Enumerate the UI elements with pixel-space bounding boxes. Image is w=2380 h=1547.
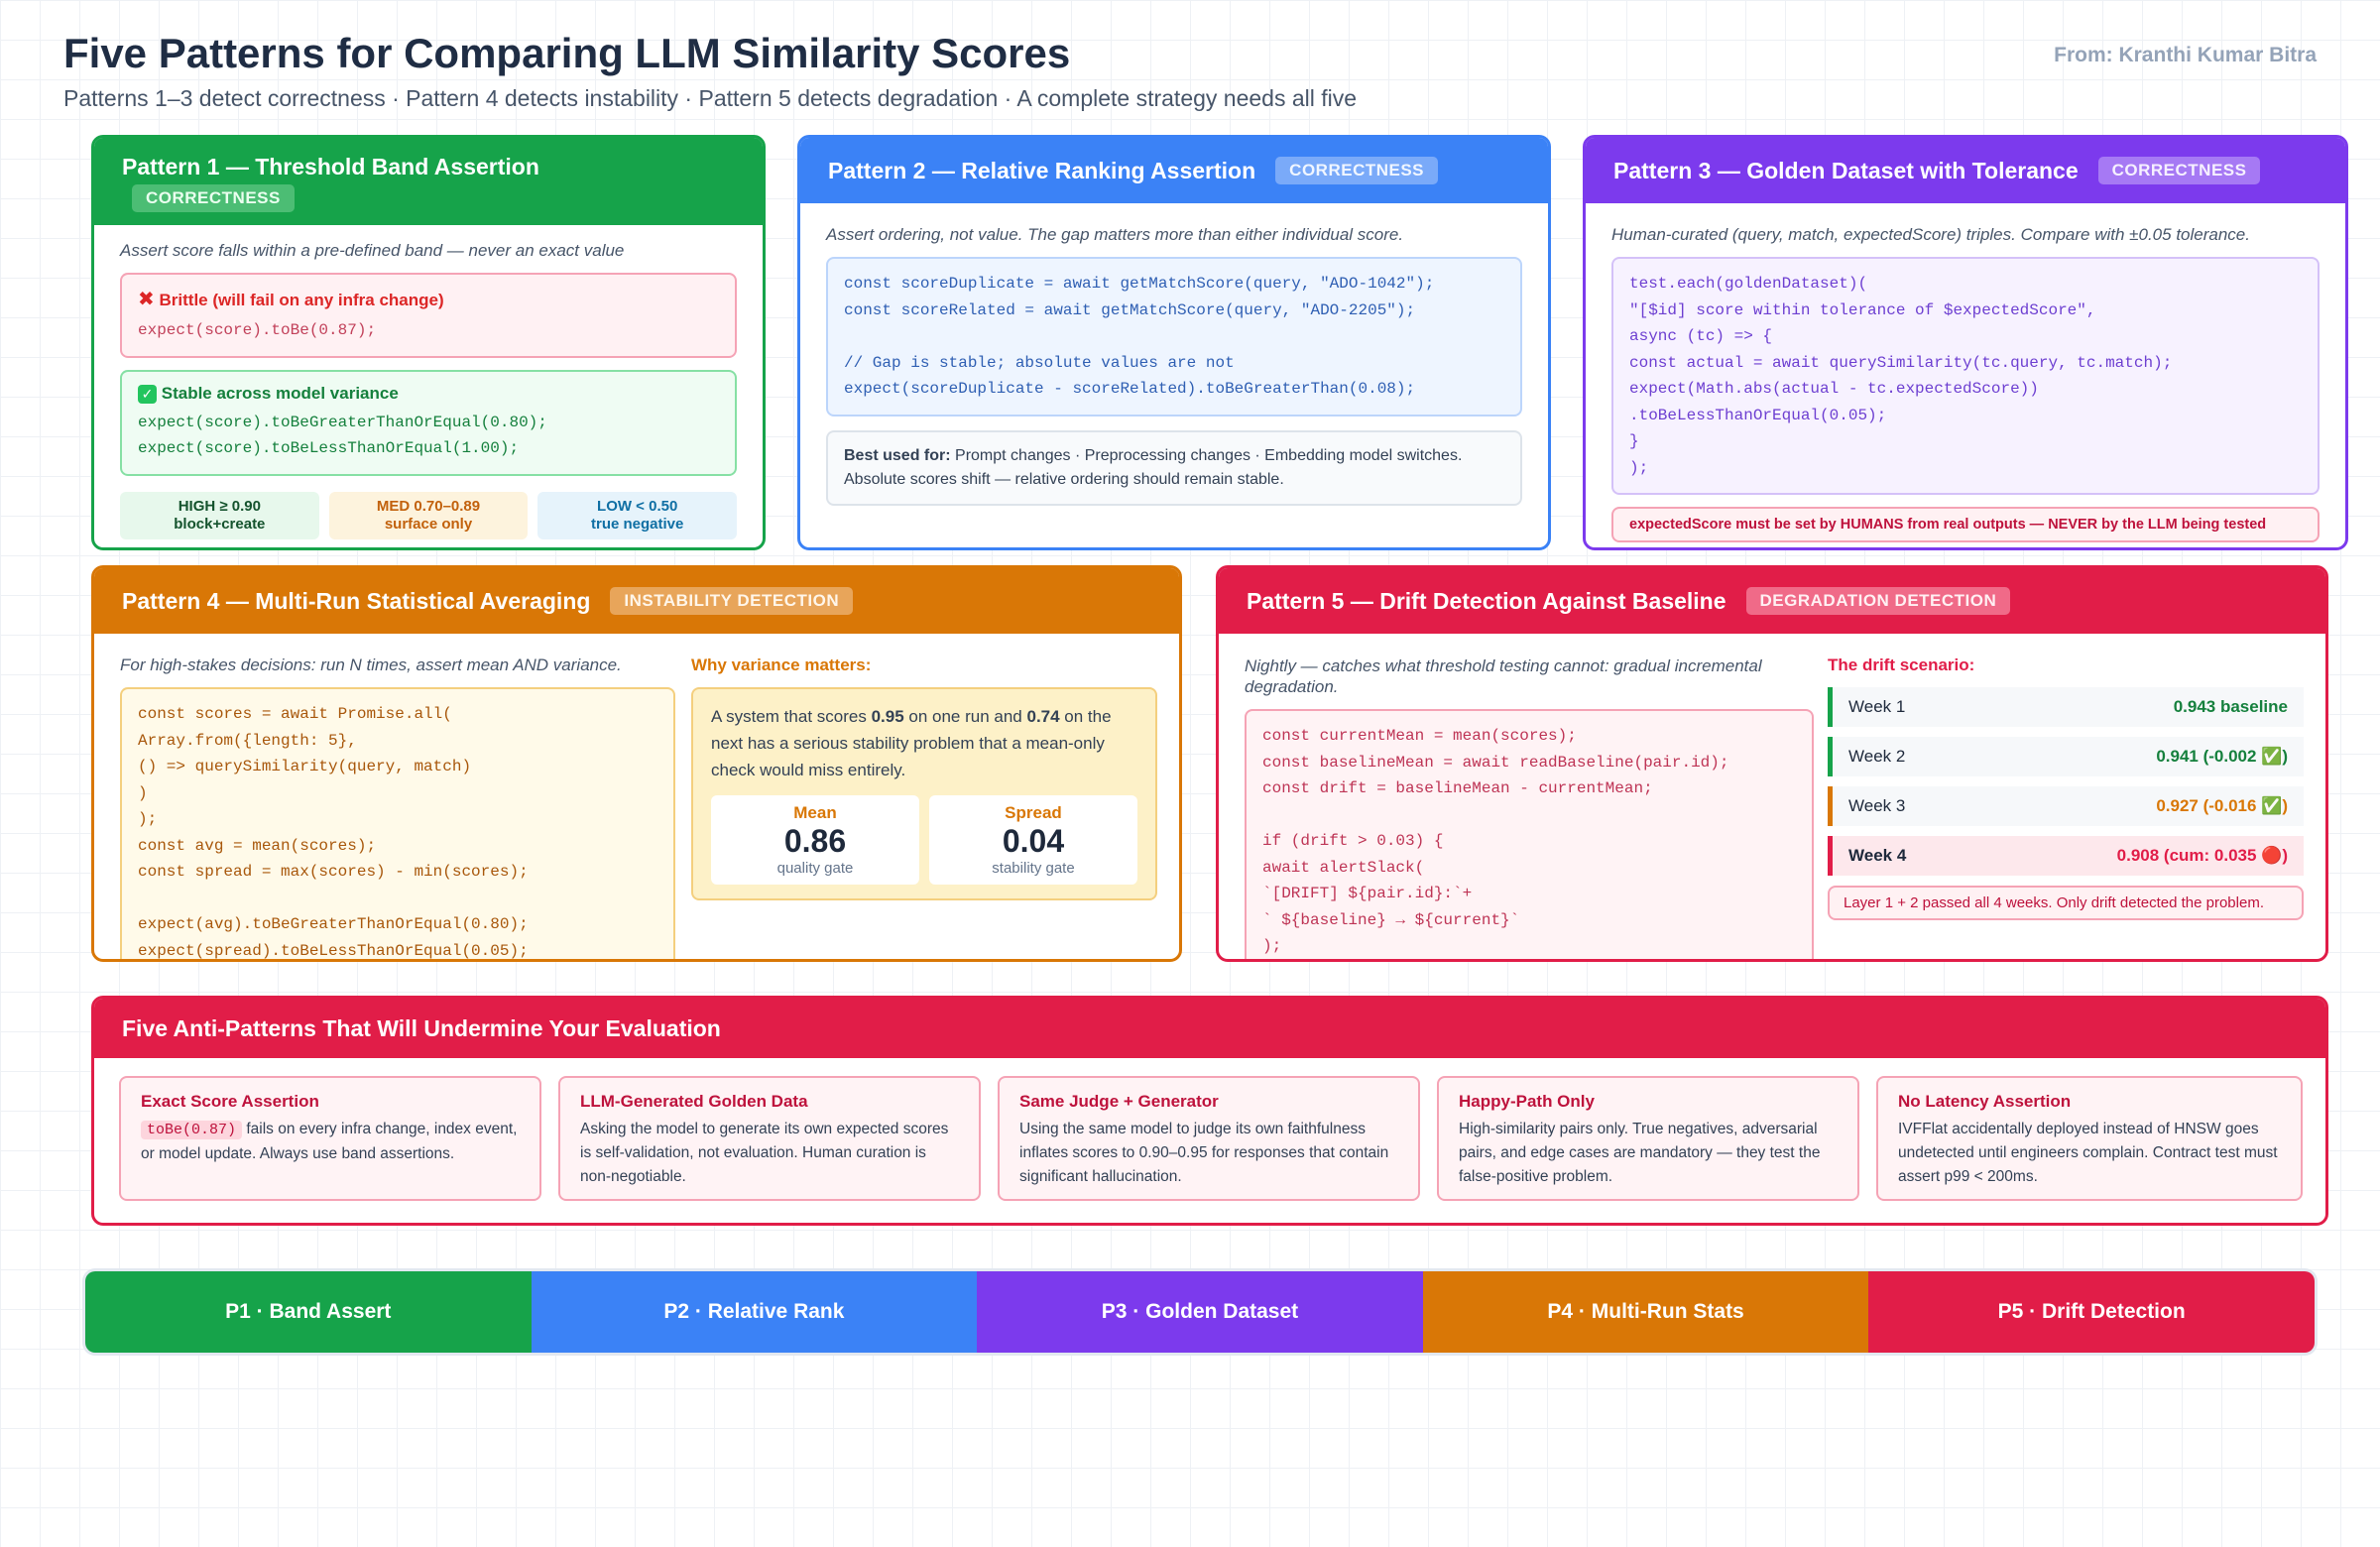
drift-note: Layer 1 + 2 passed all 4 weeks. Only dri… — [1828, 886, 2304, 920]
golden-warning: expectedScore must be set by HUMANS from… — [1611, 507, 2320, 542]
author-credit: From: Kranthi Kumar Bitra — [2054, 44, 2317, 66]
anti-pattern-2: LLM-Generated Golden Data Asking the mod… — [558, 1076, 981, 1201]
check-icon: ✓ — [138, 384, 157, 404]
drift-scenario-title: The drift scenario: — [1828, 655, 1975, 674]
best-used-label: Best used for: — [844, 446, 951, 464]
pattern-1-card: Pattern 1 — Threshold Band Assertion COR… — [91, 135, 766, 550]
band-med: MED 0.70–0.89 surface only — [328, 491, 529, 539]
anti-pattern-4: Happy-Path Only High-similarity pairs on… — [1437, 1076, 1859, 1201]
footer-p1: P1 · Band Assert — [85, 1271, 532, 1353]
inline-code: toBe(0.87) — [141, 1121, 243, 1139]
stat-spread: Spread 0.04 stability gate — [929, 795, 1137, 885]
week-row-2: Week 2 0.941 (-0.002 ✅) — [1828, 737, 2304, 776]
anti-patterns-title: Five Anti-Patterns That Will Undermine Y… — [122, 1014, 721, 1041]
pattern-3-title: Pattern 3 — Golden Dataset with Toleranc… — [1613, 157, 2079, 183]
pattern-4-code: const scores = await Promise.all( Array.… — [120, 687, 675, 959]
pattern-3-code: test.each(goldenDataset)( "[$id] score w… — [1611, 257, 2320, 495]
cross-icon: ✖ — [138, 289, 155, 310]
footer-p4: P4 · Multi-Run Stats — [1422, 1271, 1869, 1353]
pattern-4-badge: INSTABILITY DETECTION — [610, 587, 854, 615]
week-row-4: Week 4 0.908 (cum: 0.035 🔴) — [1828, 836, 2304, 876]
pattern-4-title: Pattern 4 — Multi-Run Statistical Averag… — [122, 587, 591, 614]
pattern-1-lead: Assert score falls within a pre-defined … — [120, 241, 625, 260]
anti-patterns-header: Five Anti-Patterns That Will Undermine Y… — [94, 999, 2325, 1058]
anti-pattern-3: Same Judge + Generator Using the same mo… — [998, 1076, 1420, 1201]
stat-mean: Mean 0.86 quality gate — [711, 795, 919, 885]
why-variance-box: A system that scores 0.95 on one run and… — [691, 687, 1157, 900]
pattern-3-lead: Human-curated (query, match, expectedSco… — [1611, 225, 2250, 244]
anti-pattern-5: No Latency Assertion IVFFlat accidentall… — [1876, 1076, 2303, 1201]
why-variance-title: Why variance matters: — [691, 655, 872, 674]
brittle-example-box: ✖ Brittle (will fail on any infra change… — [120, 273, 737, 358]
pattern-1-title: Pattern 1 — Threshold Band Assertion — [122, 153, 539, 179]
pattern-1-header: Pattern 1 — Threshold Band Assertion COR… — [94, 138, 763, 225]
pattern-5-code: const currentMean = mean(scores); const … — [1245, 709, 1814, 959]
stable-example-box: ✓ Stable across model variance expect(sc… — [120, 369, 737, 476]
pattern-3-header: Pattern 3 — Golden Dataset with Toleranc… — [1586, 138, 2345, 203]
why-variance-text: A system that scores 0.95 on one run and… — [711, 707, 1112, 779]
stable-code: expect(score).toBeGreaterThanOrEqual(0.8… — [138, 413, 547, 458]
pattern-5-title: Pattern 5 — Drift Detection Against Base… — [1247, 587, 1726, 614]
pattern-5-badge: DEGRADATION DETECTION — [1745, 587, 2011, 615]
pattern-1-badge: CORRECTNESS — [132, 183, 295, 212]
stable-title: Stable across model variance — [161, 383, 399, 403]
week-row-3: Week 3 0.927 (-0.016 ✅) — [1828, 786, 2304, 826]
pattern-3-badge: CORRECTNESS — [2097, 157, 2261, 184]
pattern-3-card: Pattern 3 — Golden Dataset with Toleranc… — [1583, 135, 2348, 550]
week-row-1: Week 1 0.943 baseline — [1828, 687, 2304, 727]
band-legend: HIGH ≥ 0.90 block+create MED 0.70–0.89 s… — [120, 491, 738, 539]
footer-p5: P5 · Drift Detection — [1868, 1271, 2315, 1353]
pattern-2-card: Pattern 2 — Relative Ranking Assertion C… — [797, 135, 1551, 550]
pattern-4-header: Pattern 4 — Multi-Run Statistical Averag… — [94, 568, 1179, 634]
pattern-2-badge: CORRECTNESS — [1275, 157, 1439, 184]
band-low: LOW < 0.50 true negative — [537, 491, 738, 539]
anti-pattern-1: Exact Score Assertion toBe(0.87) fails o… — [119, 1076, 541, 1201]
band-high: HIGH ≥ 0.90 block+create — [120, 491, 319, 539]
pattern-5-header: Pattern 5 — Drift Detection Against Base… — [1219, 568, 2325, 634]
pattern-footer-bar: P1 · Band Assert P2 · Relative Rank P3 ·… — [85, 1271, 2315, 1353]
best-used-text-2: Absolute scores shift — relative orderin… — [844, 470, 1284, 488]
page-subtitle: Patterns 1–3 detect correctness · Patter… — [63, 85, 1358, 111]
footer-p3: P3 · Golden Dataset — [977, 1271, 1423, 1353]
pattern-5-lead: Nightly — catches what threshold testing… — [1245, 656, 1762, 696]
pattern-4-lead: For high-stakes decisions: run N times, … — [120, 655, 622, 674]
pattern-2-code: const scoreDuplicate = await getMatchSco… — [826, 257, 1522, 416]
pattern-2-header: Pattern 2 — Relative Ranking Assertion C… — [800, 138, 1548, 203]
page-title: Five Patterns for Comparing LLM Similari… — [63, 30, 1071, 76]
pattern-4-card: Pattern 4 — Multi-Run Statistical Averag… — [91, 565, 1182, 962]
pattern-5-card: Pattern 5 — Drift Detection Against Base… — [1216, 565, 2328, 962]
best-used-box: Best used for: Prompt changes · Preproce… — [826, 429, 1522, 506]
brittle-code: expect(score).toBe(0.87); — [138, 321, 377, 339]
pattern-2-title: Pattern 2 — Relative Ranking Assertion — [828, 157, 1256, 183]
footer-p2: P2 · Relative Rank — [531, 1271, 978, 1353]
best-used-text: Prompt changes · Preprocessing changes ·… — [950, 446, 1463, 464]
brittle-title: Brittle (will fail on any infra change) — [159, 291, 444, 309]
pattern-2-lead: Assert ordering, not value. The gap matt… — [826, 225, 1404, 244]
